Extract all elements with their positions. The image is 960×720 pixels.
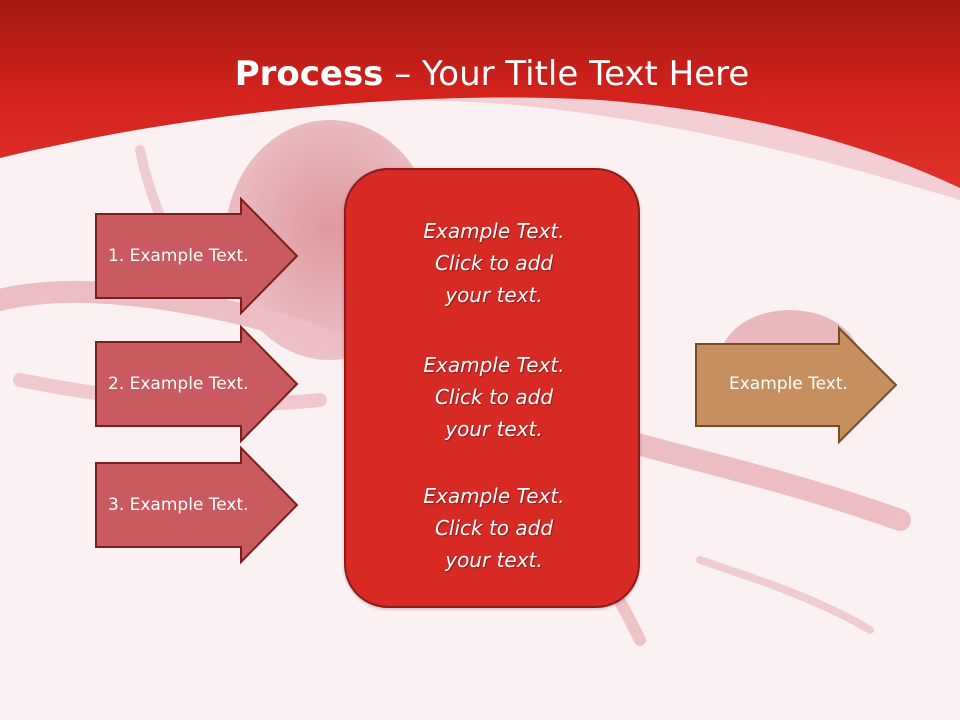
- header-banner: [0, 0, 960, 188]
- input-arrow-1[interactable]: [95, 196, 299, 316]
- title-bold: Process: [234, 54, 384, 94]
- input-arrow-label-2: 2. Example Text.: [108, 374, 249, 394]
- title-rest: – Your Title Text Here: [383, 54, 750, 94]
- process-box[interactable]: Example Text. Click to add your text. Ex…: [344, 168, 640, 608]
- slide-title: Process – Your Title Text Here: [0, 52, 960, 96]
- output-arrow-label: Example Text.: [729, 374, 848, 394]
- process-text-3[interactable]: Example Text. Click to add your text.: [423, 484, 565, 572]
- process-text-1[interactable]: Example Text. Click to add your text.: [423, 219, 565, 307]
- input-arrow-3[interactable]: [95, 445, 299, 565]
- process-text-2[interactable]: Example Text. Click to add your text.: [423, 353, 565, 441]
- input-arrow-2[interactable]: [95, 324, 299, 444]
- output-arrow[interactable]: [695, 325, 898, 445]
- input-arrow-label-1: 1. Example Text.: [108, 246, 249, 266]
- input-arrow-label-3: 3. Example Text.: [108, 495, 249, 515]
